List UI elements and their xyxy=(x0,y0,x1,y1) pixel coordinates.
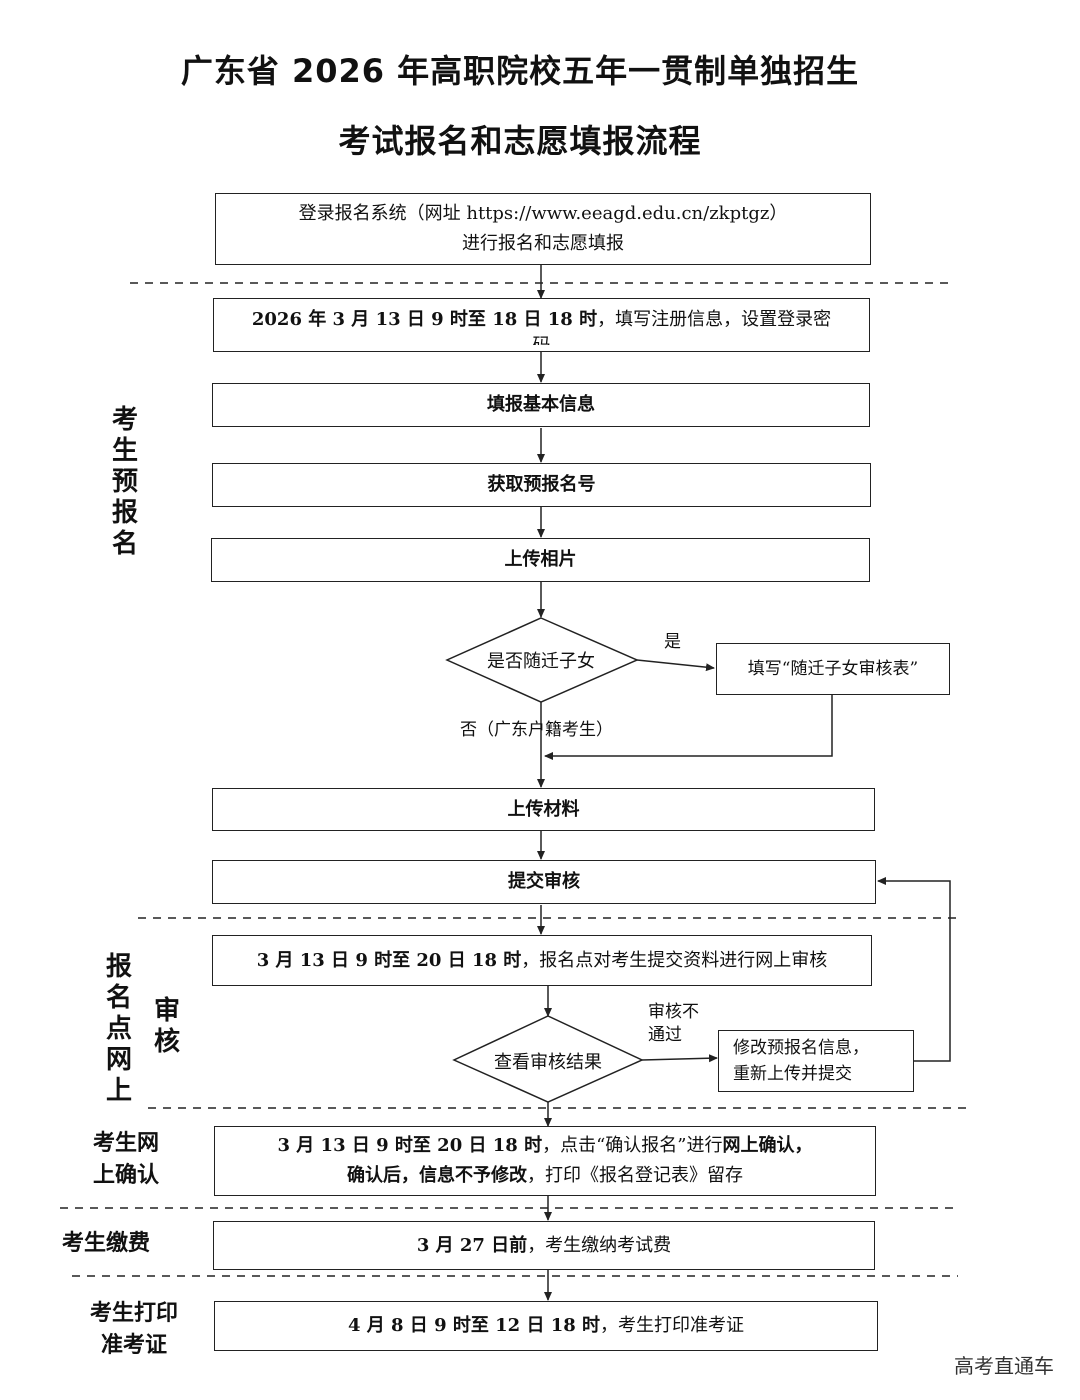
migrant-yes-label: 是 xyxy=(664,632,681,652)
arrow-resubmit xyxy=(877,877,951,1062)
modify-box: 修改预报名信息， 重新上传并提交 xyxy=(718,1030,914,1092)
migrant-form-label: 填写“随迁子女审核表” xyxy=(747,659,919,679)
register-date: 2026 年 3 月 13 日 9 时至 18 日 18 时 xyxy=(251,309,598,330)
submit-review-label: 提交审核 xyxy=(508,871,580,892)
fail-label-2: 通过 xyxy=(648,1025,682,1045)
payment-box: 3 月 27 日前，考生缴纳考试费 xyxy=(213,1221,875,1270)
basic-info-box: 填报基本信息 xyxy=(212,383,870,427)
register-text: ，填写注册信息，设置登录密 xyxy=(597,309,832,330)
section-pre-register: 考生预报名 xyxy=(111,405,138,559)
print-text: ，考生打印准考证 xyxy=(600,1315,745,1336)
section-online-review-a: 报名点网上 xyxy=(105,952,132,1106)
print-box: 4 月 8 日 9 时至 12 日 18 时，考生打印准考证 xyxy=(214,1301,878,1351)
migrant-question: 是否随迁子女 xyxy=(487,651,595,672)
confirm-online: 网上确认， xyxy=(722,1135,813,1156)
confirm-box: 3 月 13 日 9 时至 20 日 18 时，点击“确认报名”进行网上确认， … xyxy=(214,1126,876,1196)
pay-date: 3 月 27 日前 xyxy=(416,1234,528,1256)
confirm-date: 3 月 13 日 9 时至 20 日 18 时 xyxy=(277,1135,543,1156)
page-subtitle: 考试报名和志愿填报流程 xyxy=(338,122,702,160)
watermark: 高考直通车 xyxy=(954,1354,1054,1378)
confirm-no-modify: 确认后，信息不予修改 xyxy=(347,1165,527,1186)
arrow-yes xyxy=(636,659,715,672)
upload-photo-box: 上传相片 xyxy=(211,538,870,582)
upload-materials-label: 上传材料 xyxy=(507,798,580,820)
migrant-form-box: 填写“随迁子女审核表” xyxy=(716,643,950,695)
review-text: ，报名点对考生提交资料进行网上审核 xyxy=(521,949,828,971)
submit-review-box: 提交审核 xyxy=(212,860,876,904)
section-payment: 考生缴费 xyxy=(62,1231,151,1256)
arrow-fail xyxy=(641,1054,718,1063)
review-box: 3 月 13 日 9 时至 20 日 18 时，报名点对考生提交资料进行网上审核 xyxy=(212,935,872,986)
decision-review-result xyxy=(452,1015,644,1103)
login-line2: 进行报名和志愿填报 xyxy=(462,233,624,254)
section-online-confirm: 考生网上确认 xyxy=(92,1131,159,1188)
pre-number-label: 获取预报名号 xyxy=(487,474,596,495)
print-date: 4 月 8 日 9 时至 12 日 18 时 xyxy=(347,1315,601,1336)
confirm-text2: ，打印《报名登记表》留存 xyxy=(527,1165,743,1186)
pre-number-box: 获取预报名号 xyxy=(212,463,871,507)
login-line1: 登录报名系统（网址 https://www.eeagd.edu.cn/zkptg… xyxy=(298,203,788,224)
modify-line1: 修改预报名信息， xyxy=(733,1038,869,1058)
register-cut-char: 码 xyxy=(533,335,551,345)
upload-photo-label: 上传相片 xyxy=(504,549,577,570)
confirm-text1: ，点击“确认报名”进行 xyxy=(542,1135,723,1156)
basic-info-label: 填报基本信息 xyxy=(487,394,595,415)
login-box: 登录报名系统（网址 https://www.eeagd.edu.cn/zkptg… xyxy=(215,193,871,265)
check-result-label: 查看审核结果 xyxy=(494,1052,602,1073)
decision-migrant xyxy=(445,617,639,703)
upload-materials-box: 上传材料 xyxy=(212,788,875,831)
fail-label-1: 审核不 xyxy=(648,1002,699,1022)
register-box: 2026 年 3 月 13 日 9 时至 18 日 18 时，填写注册信息，设置… xyxy=(213,298,870,352)
migrant-no-label: 否（广东户籍考生） xyxy=(460,720,613,740)
arrow-merge xyxy=(544,695,833,760)
section-print-ticket: 考生打印准考证 xyxy=(89,1301,178,1358)
section-online-review-b: 审核 xyxy=(153,996,180,1057)
review-date: 3 月 13 日 9 时至 20 日 18 时 xyxy=(256,949,522,971)
modify-line2: 重新上传并提交 xyxy=(733,1064,852,1084)
page-title: 广东省 2026 年高职院校五年一贯制单独招生 xyxy=(180,52,860,90)
pay-text: ，考生缴纳考试费 xyxy=(527,1234,672,1256)
